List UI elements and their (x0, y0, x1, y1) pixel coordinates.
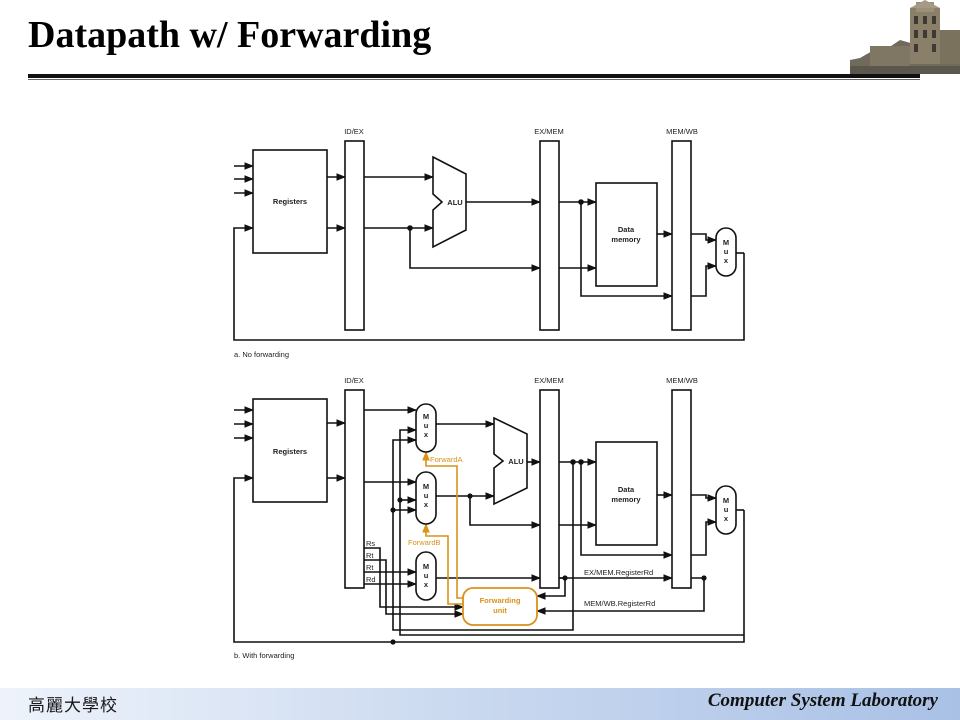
mux-a-label-2: u (424, 421, 429, 430)
alu-block-fwd (493, 416, 528, 506)
mux-a-label: M (423, 412, 429, 421)
memwb-registerrd-label: MEM/WB.RegisterRd (584, 599, 655, 608)
rs-field-label: Rs (366, 539, 375, 548)
data-memory-label-2: memory (611, 235, 641, 244)
id-ex-register-fwd (344, 389, 365, 589)
title-underline-thin (28, 79, 920, 80)
exmem-registerrd-label: EX/MEM.RegisterRd (584, 568, 653, 577)
mem-wb-label: MEM/WB (666, 127, 698, 136)
registers-block-fwd (252, 398, 328, 503)
mem-wb-label-fwd: MEM/WB (666, 376, 698, 385)
forward-a-label: ForwardA (430, 455, 463, 464)
regdst-mux (415, 551, 437, 601)
mux-label: M (723, 238, 729, 247)
mem-wb-register (671, 140, 692, 331)
mux-wb-label-2: u (724, 505, 729, 514)
registers-label-fwd: Registers (273, 447, 307, 456)
rt-field-label: Rt (366, 551, 374, 560)
forwarding-unit-label-2: unit (493, 606, 507, 615)
id-ex-label-fwd: ID/EX (344, 376, 364, 385)
mux-rd-label: M (423, 562, 429, 571)
writeback-mux (715, 227, 737, 277)
mux-b-label: M (423, 482, 429, 491)
forwarding-unit (462, 587, 538, 626)
lab-name: Computer System Laboratory (707, 690, 938, 711)
writeback-mux-fwd (715, 485, 737, 535)
mux-b-label-2: u (424, 491, 429, 500)
data-memory-block-fwd (595, 441, 658, 546)
forwarding-unit-label: Forwarding (480, 596, 521, 605)
mux-b-label-3: x (424, 500, 429, 509)
data-memory-block (595, 182, 658, 287)
footer-bar (0, 688, 960, 720)
ex-mem-register (539, 140, 560, 331)
ex-mem-register-fwd (539, 389, 560, 589)
registers-block (252, 149, 328, 254)
slide-title: Datapath w/ Forwarding (28, 14, 432, 56)
forward-b-label: ForwardB (408, 538, 441, 547)
mux-wb-label: M (723, 496, 729, 505)
data-memory-label-fwd: Data (618, 485, 635, 494)
mux-a-label-3: x (424, 430, 429, 439)
rt-field-label-2: Rt (366, 563, 374, 572)
no-forwarding-datapath (233, 162, 745, 341)
forwarding-datapath (233, 406, 745, 643)
forward-a-mux (415, 403, 437, 453)
ex-mem-label-fwd: EX/MEM (534, 376, 564, 385)
alu-block (432, 155, 467, 249)
ex-mem-label: EX/MEM (534, 127, 564, 136)
data-memory-label: Data (618, 225, 635, 234)
mux-label-2: u (724, 247, 729, 256)
mux-rd-label-2: u (424, 571, 429, 580)
registers-label: Registers (273, 197, 307, 206)
university-name: 高麗大學校 (28, 696, 118, 716)
data-memory-label-fwd-2: memory (611, 495, 641, 504)
id-ex-register (344, 140, 365, 331)
forward-b-mux (415, 471, 437, 525)
alu-label-fwd: ALU (508, 457, 523, 466)
mux-wb-label-3: x (724, 514, 729, 523)
caption-with-forwarding: b. With forwarding (234, 651, 294, 660)
mux-label-3: x (724, 256, 729, 265)
id-ex-label: ID/EX (344, 127, 364, 136)
title-underline (28, 74, 920, 78)
university-building-logo (850, 0, 960, 74)
alu-label: ALU (447, 198, 462, 207)
mux-rd-label-3: x (424, 580, 429, 589)
caption-no-forwarding: a. No forwarding (234, 350, 289, 359)
mem-wb-register-fwd (671, 389, 692, 589)
rd-field-label: Rd (366, 575, 376, 584)
